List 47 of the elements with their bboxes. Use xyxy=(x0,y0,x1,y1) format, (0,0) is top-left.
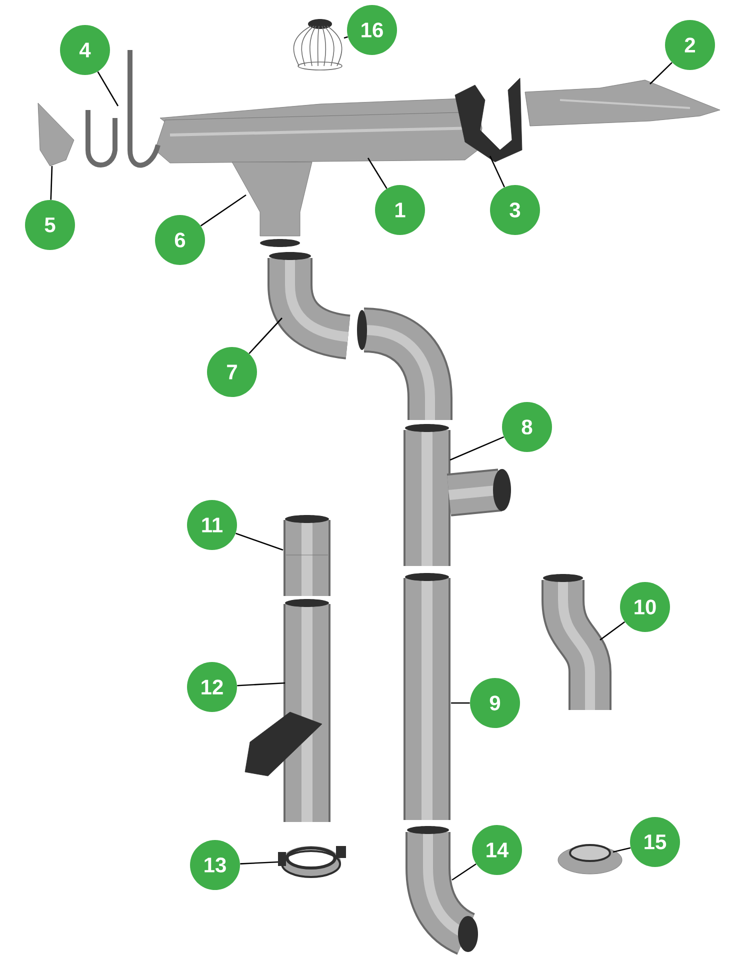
callout-number: 7 xyxy=(207,347,257,397)
pipe-drawing xyxy=(404,573,450,820)
end-cap-drawing xyxy=(38,102,74,166)
callout-number: 9 xyxy=(470,678,520,728)
callout-number: 15 xyxy=(630,817,680,867)
leader-line xyxy=(240,861,278,864)
clamp-drawing xyxy=(278,846,346,878)
callout-number: 4 xyxy=(60,25,110,75)
leader-line xyxy=(489,156,505,188)
callout-number: 3 xyxy=(490,185,540,235)
leader-line xyxy=(452,863,476,881)
callout-number: 6 xyxy=(155,215,205,265)
callout-number: 1 xyxy=(375,185,425,235)
callout-number: 5 xyxy=(25,200,75,250)
coupling-drawing xyxy=(284,515,330,596)
leader-line xyxy=(650,62,672,84)
leader-line xyxy=(237,682,286,686)
leader-line xyxy=(248,318,282,354)
connector-drawing xyxy=(454,78,522,162)
callout-number: 13 xyxy=(190,840,240,890)
leader-line xyxy=(236,532,284,551)
elbow-drawing xyxy=(406,826,478,954)
leaf-guard-drawing xyxy=(293,19,342,70)
tee-drawing xyxy=(404,424,511,566)
gutter-drawing xyxy=(524,80,720,126)
callout-number: 16 xyxy=(347,5,397,55)
leader-line xyxy=(600,621,626,641)
callout-number: 2 xyxy=(665,20,715,70)
gutter-drawing xyxy=(154,98,482,164)
callout-number: 14 xyxy=(472,825,522,875)
leader-line xyxy=(450,436,504,461)
callout-number: 11 xyxy=(187,500,237,550)
leader-line xyxy=(367,158,388,189)
leader-line xyxy=(200,194,246,226)
leader-line xyxy=(50,166,53,200)
ring-drawing xyxy=(558,844,622,874)
callout-number: 12 xyxy=(187,662,237,712)
leader-line xyxy=(344,36,348,39)
rain-diverter-drawing xyxy=(244,599,330,822)
elbow-drawing xyxy=(268,252,351,360)
outlet-drawing xyxy=(232,162,312,247)
leader-line xyxy=(97,71,119,106)
offset-pipe-drawing xyxy=(542,574,612,710)
leader-line xyxy=(451,702,470,704)
callout-number: 10 xyxy=(620,582,670,632)
callout-number: 8 xyxy=(502,402,552,452)
leader-line xyxy=(612,847,631,853)
